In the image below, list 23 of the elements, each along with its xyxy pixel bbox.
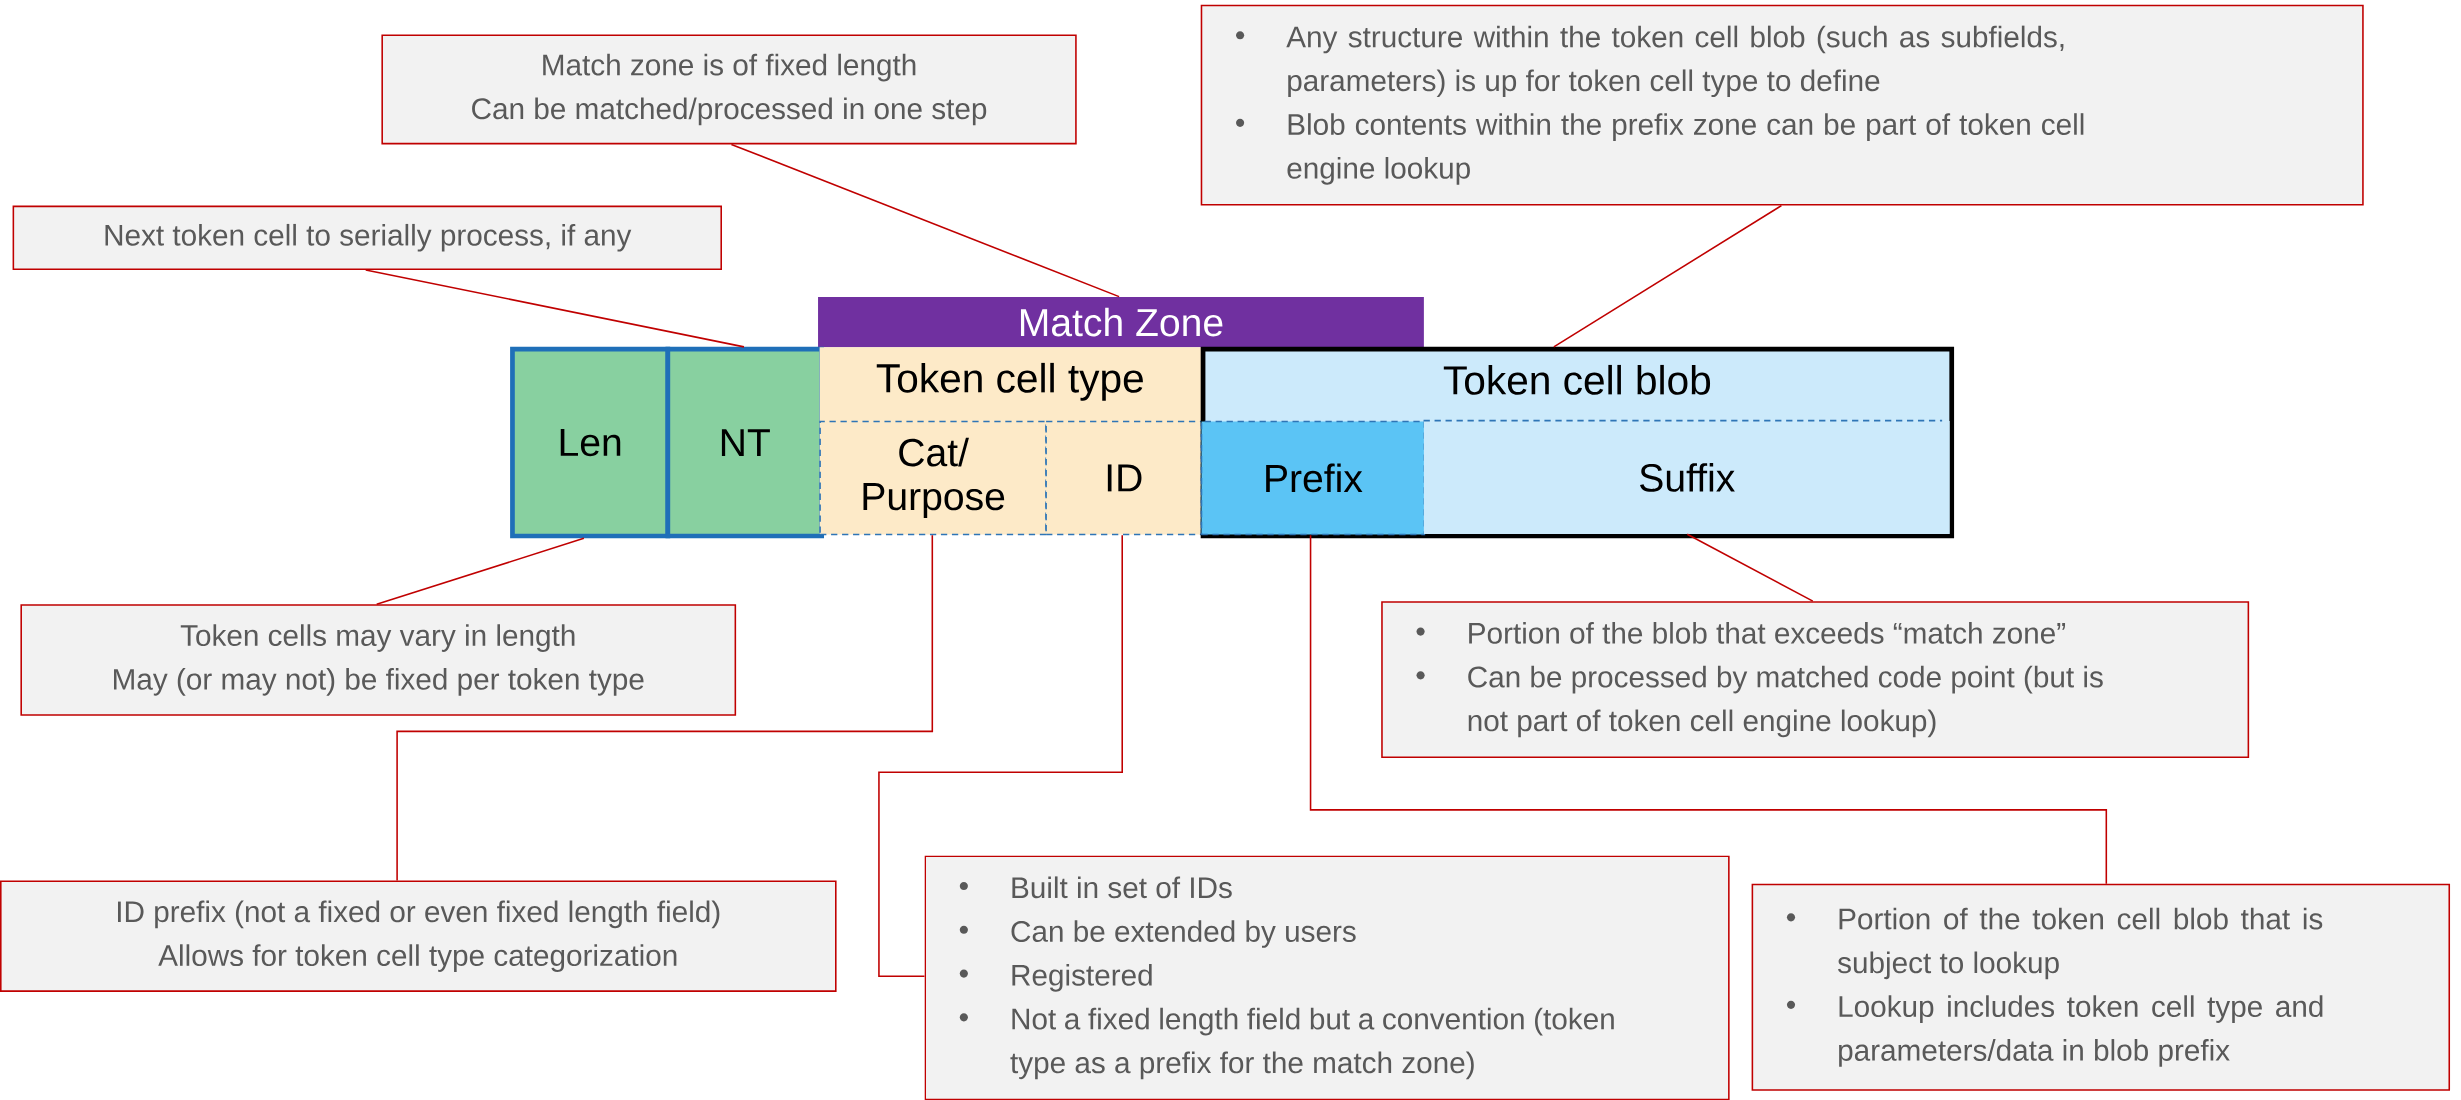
leader-line	[1553, 204, 1783, 348]
callout-box: Portion of the blob that exceeds “match zone” Can be processed by matched code point (but is not part of token cell engine lookup)	[1381, 601, 2250, 758]
field-box: ID	[1045, 420, 1203, 536]
leader-line	[364, 269, 745, 348]
leader-line	[396, 534, 934, 882]
field-box: Len	[510, 346, 671, 539]
field-box: Cat/ Purpose	[819, 420, 1047, 536]
field-box: NT	[665, 346, 824, 539]
callout-box: Token cells may vary in length May (or may not) be fixed per token type	[20, 604, 737, 716]
leader-line	[375, 537, 585, 605]
callout-box: Match zone is of fixed length Can be matched/processed in one step	[381, 34, 1077, 145]
leader-line	[730, 143, 1120, 298]
leader-line	[878, 534, 1123, 977]
zone-bar: Match Zone	[818, 296, 1424, 348]
callout-box: Built in set of IDs Can be extended by users Registered Not a fixed length field but a convention (token type as a prefix for the match zone)	[924, 855, 1730, 1100]
leader-line	[1309, 534, 2108, 885]
callout-box: Portion of the token cell blob that is subject to lookup Lookup includes token cell type and parameters/data in blob prefix	[1751, 883, 2451, 1091]
field-box: Suffix	[1422, 419, 1950, 534]
callout-box: Any structure within the token cell blob (such as subfields, parameters) is up for token cell type to define Blob contents within the prefix zone can be part of token cell engine lookup	[1200, 4, 2364, 206]
callout-box: Next token cell to serially process, if any	[12, 205, 722, 270]
field-box: Prefix	[1200, 420, 1426, 536]
callout-box: ID prefix (not a fixed or even fixed length field) Allows for token cell type categorization	[0, 880, 837, 992]
leader-line	[1686, 533, 1814, 602]
